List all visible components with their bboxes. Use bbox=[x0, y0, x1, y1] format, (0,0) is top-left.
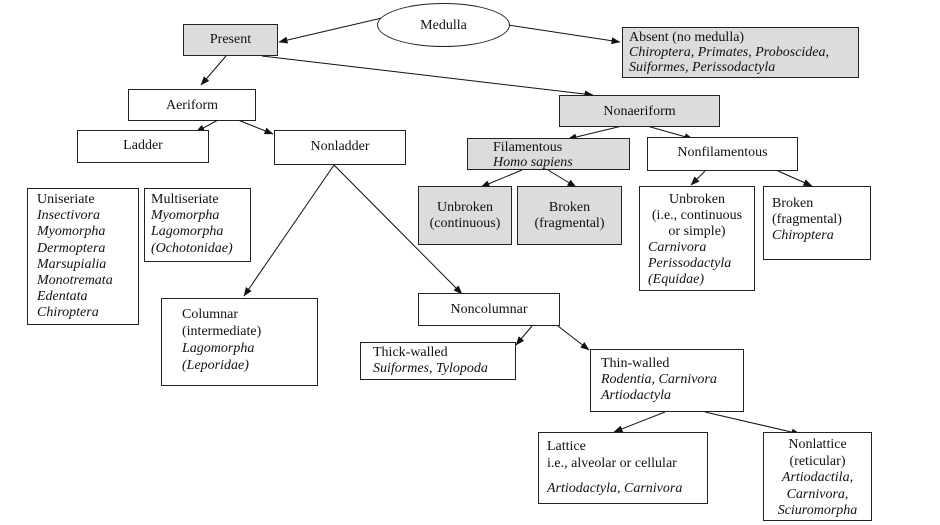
absent-label: Absent (no medulla) bbox=[629, 30, 745, 45]
edge-thin-nonlattice bbox=[704, 411, 801, 436]
thick-walled-taxa: Suiformes, Tylopoda bbox=[373, 361, 488, 376]
aeriform-label: Aeriform bbox=[165, 98, 219, 113]
broken-chiroptera-label-1: Broken bbox=[772, 196, 814, 211]
node-unbroken-simple: Unbroken (i.e., continuous or simple) Ca… bbox=[639, 186, 755, 291]
thin-walled-label: Thin-walled bbox=[601, 356, 670, 371]
uniseriate-taxon-7: Chiroptera bbox=[37, 305, 99, 321]
uniseriate-taxon-1: Insectivora bbox=[37, 208, 100, 224]
node-noncolumnar: Noncolumnar bbox=[418, 293, 560, 326]
nonlattice-label-1: Nonlattice bbox=[788, 437, 847, 452]
unbroken-simple-label-2: (i.e., continuous bbox=[651, 208, 743, 223]
unbroken-simple-taxon-2: Perissodactyla bbox=[648, 256, 732, 271]
thin-walled-taxa-2: Artiodactyla bbox=[601, 388, 671, 403]
unbroken-simple-label-1: Unbroken bbox=[669, 192, 725, 207]
node-columnar: Columnar (intermediate) Lagomorpha (Lepo… bbox=[161, 298, 318, 386]
edge-noncolumnar-thin bbox=[557, 325, 590, 351]
filamentous-label: Filamentous bbox=[493, 140, 563, 155]
thick-walled-label: Thick-walled bbox=[373, 345, 448, 360]
node-aeriform: Aeriform bbox=[128, 89, 256, 121]
node-nonfilamentous: Nonfilamentous bbox=[647, 137, 798, 171]
edge-nonladder-noncolumnar bbox=[333, 164, 463, 295]
edge-nonfilamentous-brokenchiro bbox=[777, 170, 813, 187]
medulla-label: Medulla bbox=[420, 18, 467, 33]
columnar-taxon-2: (Leporidae) bbox=[182, 358, 249, 373]
edge-present-nonaeriform bbox=[261, 55, 594, 98]
lattice-label-2: i.e., alveolar or cellular bbox=[547, 456, 677, 471]
multiseriate-taxon-3: (Ochotonidae) bbox=[151, 240, 233, 256]
nonaeriform-label: Nonaeriform bbox=[603, 104, 676, 119]
unbroken-simple-taxon-3: (Equidae) bbox=[648, 272, 704, 287]
unbroken-continuous-label-1: Unbroken bbox=[437, 200, 493, 215]
node-thin-walled: Thin-walled Rodentia, Carnivora Artiodac… bbox=[590, 349, 744, 412]
broken-fragmental-label-2: (fragmental) bbox=[534, 216, 605, 231]
edge-noncolumnar-thick bbox=[515, 325, 533, 346]
node-absent: Absent (no medulla) Chiroptera, Primates… bbox=[622, 27, 859, 78]
node-present: Present bbox=[183, 24, 278, 56]
node-ladder: Ladder bbox=[77, 130, 209, 163]
absent-taxa-line-1: Chiroptera, Primates, Proboscidea, bbox=[629, 45, 830, 60]
edge-present-aeriform bbox=[200, 55, 227, 86]
multiseriate-label: Multiseriate bbox=[151, 192, 219, 207]
node-multiseriate: Multiseriate Myomorpha Lagomorpha (Ochot… bbox=[144, 188, 251, 262]
node-unbroken-continuous: Unbroken (continuous) bbox=[418, 186, 512, 245]
multiseriate-taxon-1: Myomorpha bbox=[151, 208, 220, 224]
node-nonladder: Nonladder bbox=[274, 130, 406, 165]
nonlattice-taxon-1: Artiodactila, bbox=[781, 470, 854, 485]
present-label: Present bbox=[209, 32, 252, 47]
edge-medulla-present bbox=[278, 17, 383, 44]
nonlattice-taxon-2: Carnivora, bbox=[786, 486, 849, 502]
node-nonlattice: Nonlattice (reticular) Artiodactila, Car… bbox=[763, 432, 872, 521]
uniseriate-taxon-4: Marsupialia bbox=[37, 256, 107, 272]
node-filamentous: Filamentous Homo sapiens bbox=[467, 138, 630, 170]
multiseriate-taxon-2: Lagomorpha bbox=[151, 224, 224, 240]
node-thick-walled: Thick-walled Suiformes, Tylopoda bbox=[360, 342, 516, 380]
uniseriate-label: Uniseriate bbox=[37, 192, 95, 207]
nonladder-label: Nonladder bbox=[310, 139, 370, 154]
columnar-label-2: (intermediate) bbox=[182, 324, 262, 339]
columnar-label-1: Columnar bbox=[182, 307, 238, 322]
edge-aeriform-nonladder bbox=[237, 119, 274, 135]
edge-thin-lattice bbox=[613, 411, 666, 433]
unbroken-simple-label-3: or simple) bbox=[668, 224, 726, 239]
absent-taxa-line-2: Suiformes, Perissodactyla bbox=[629, 60, 776, 75]
nonlattice-label-2: (reticular) bbox=[789, 453, 846, 469]
broken-fragmental-label-1: Broken bbox=[548, 200, 591, 215]
broken-chiroptera-taxon: Chiroptera bbox=[772, 228, 834, 243]
unbroken-simple-taxon-1: Carnivora bbox=[648, 240, 707, 255]
filamentous-taxon: Homo sapiens bbox=[493, 155, 573, 170]
lattice-label-1: Lattice bbox=[547, 439, 586, 454]
edge-filamentous-broken bbox=[547, 169, 577, 188]
edge-nonfilamentous-unbrokensimple bbox=[690, 170, 706, 186]
broken-chiroptera-label-2: (fragmental) bbox=[772, 212, 842, 227]
columnar-taxon-1: Lagomorpha bbox=[182, 341, 255, 356]
node-broken-fragmental: Broken (fragmental) bbox=[517, 186, 622, 245]
uniseriate-taxon-3: Dermoptera bbox=[37, 240, 106, 256]
ladder-label: Ladder bbox=[123, 138, 163, 153]
node-nonaeriform: Nonaeriform bbox=[559, 95, 720, 127]
nonfilamentous-label: Nonfilamentous bbox=[677, 145, 768, 160]
thin-walled-taxa-1: Rodentia, Carnivora bbox=[601, 372, 717, 387]
edge-nonaeriform-nonfilamentous bbox=[646, 125, 694, 141]
noncolumnar-label: Noncolumnar bbox=[450, 302, 528, 317]
node-uniseriate: Uniseriate Insectivora Myomorpha Dermopt… bbox=[27, 188, 139, 325]
nonlattice-taxon-3: Sciuromorpha bbox=[777, 503, 858, 518]
node-broken-chiroptera: Broken (fragmental) Chiroptera bbox=[763, 186, 871, 260]
unbroken-continuous-label-2: (continuous) bbox=[429, 216, 501, 231]
edge-nonaeriform-filamentous bbox=[567, 125, 623, 141]
node-medulla: Medulla bbox=[377, 3, 510, 47]
edge-filamentous-unbroken bbox=[480, 169, 523, 188]
uniseriate-taxon-5: Monotremata bbox=[37, 273, 113, 289]
node-lattice: Lattice i.e., alveolar or cellular Artio… bbox=[538, 432, 708, 504]
uniseriate-taxon-2: Myomorpha bbox=[37, 224, 106, 240]
lattice-taxa: Artiodactyla, Carnivora bbox=[547, 481, 683, 496]
edge-medulla-absent bbox=[507, 24, 621, 45]
uniseriate-taxon-6: Edentata bbox=[37, 289, 88, 305]
edge-nonladder-columnar bbox=[243, 164, 335, 297]
